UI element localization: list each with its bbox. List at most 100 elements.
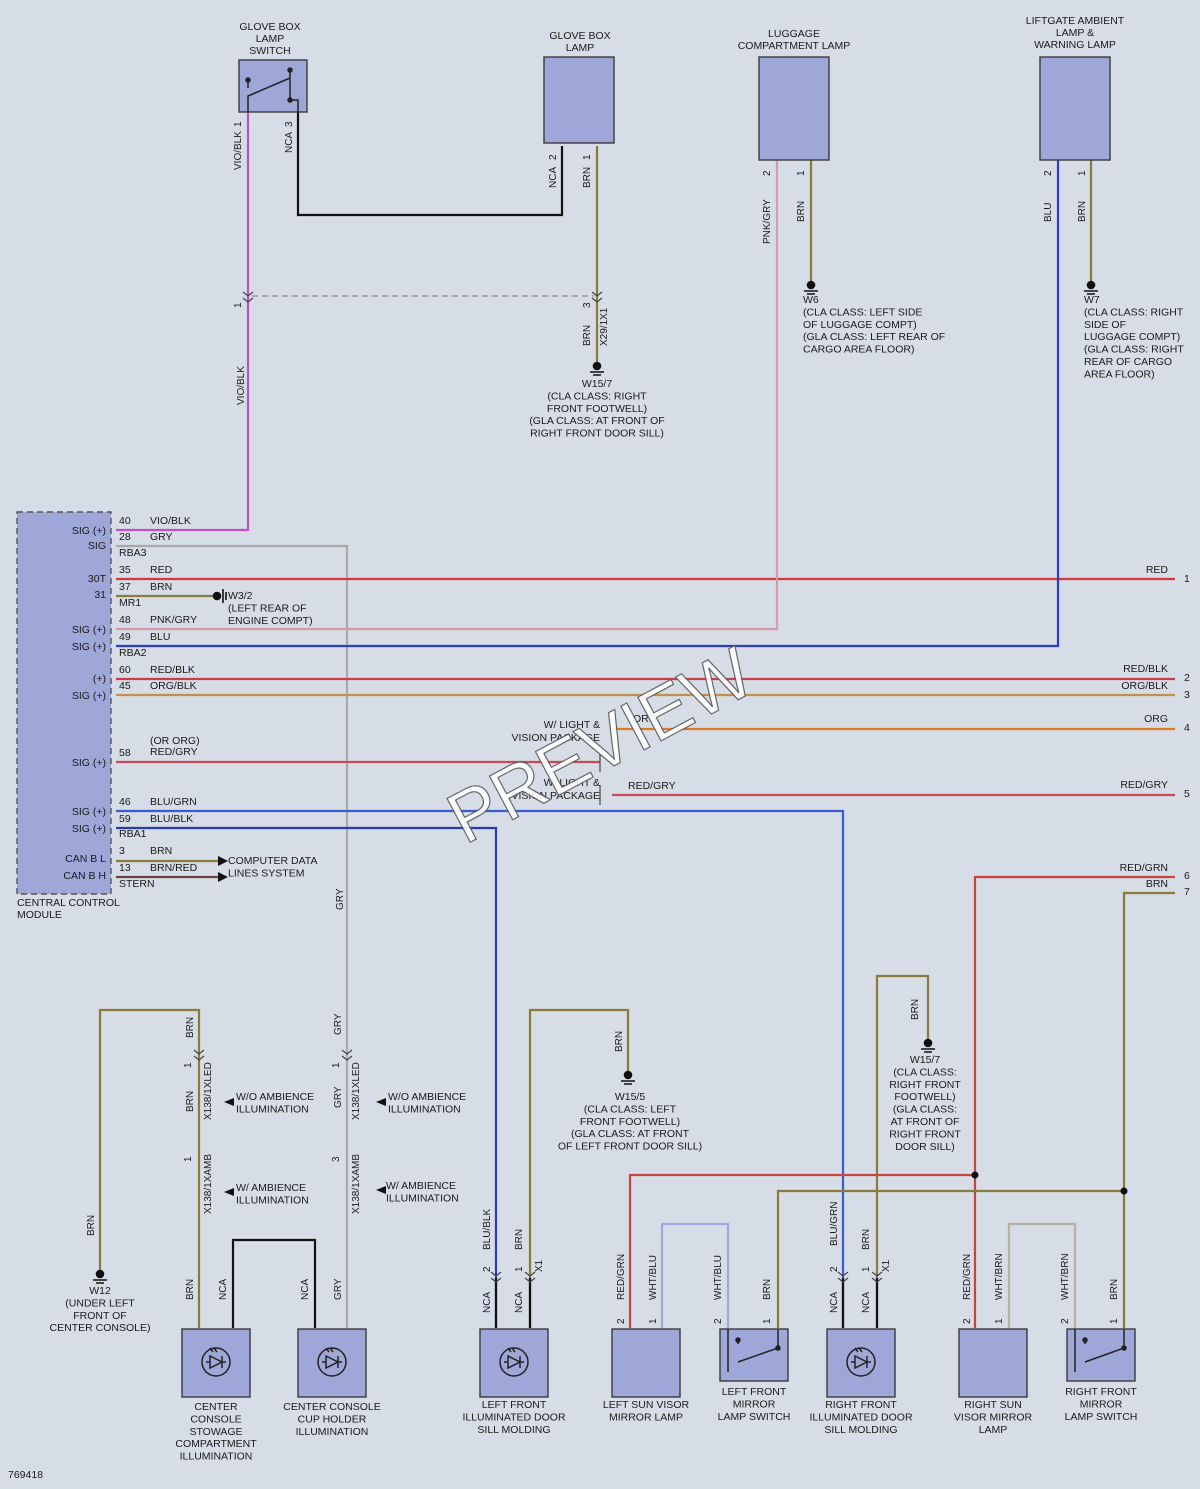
svg-text:BRN: BRN — [150, 581, 172, 593]
svg-text:37: 37 — [119, 581, 131, 593]
light-vision-option-label: W/ LIGHT &VISION PACKAGE — [512, 719, 601, 744]
svg-text:1: 1 — [1184, 573, 1190, 585]
svg-text:WHT/BLU: WHT/BLU — [648, 1255, 659, 1300]
svg-text:SIG (+): SIG (+) — [72, 690, 106, 702]
ground-icon — [804, 280, 818, 295]
wire-nca-lfsill — [494, 1278, 532, 1328]
svg-text:2: 2 — [616, 1318, 627, 1324]
led-icon — [846, 1347, 876, 1377]
svg-text:1: 1 — [994, 1318, 1005, 1324]
connector-icon — [591, 291, 603, 303]
svg-text:7: 7 — [1184, 886, 1190, 898]
liftgate-lamp-box — [1039, 56, 1111, 161]
svg-text:RED/BLK: RED/BLK — [1123, 663, 1168, 675]
lf-sill-molding-box — [479, 1328, 549, 1398]
svg-text:13: 13 — [119, 862, 131, 874]
splice-dot — [971, 1171, 979, 1179]
svg-text:2: 2 — [962, 1318, 973, 1324]
svg-text:WHT/BRN: WHT/BRN — [1060, 1253, 1071, 1300]
svg-text:ORG/BLK: ORG/BLK — [150, 680, 197, 692]
diagram-id: 769418 — [8, 1469, 43, 1481]
wire-blu-blk — [116, 826, 498, 1328]
svg-text:WHT/BRN: WHT/BRN — [994, 1253, 1005, 1300]
wire-label: GRY — [333, 1013, 344, 1035]
svg-text:SIG (+): SIG (+) — [72, 624, 106, 636]
wire-label: BRN — [1077, 201, 1088, 222]
svg-text:WHT/BLU: WHT/BLU — [713, 1255, 724, 1300]
svg-text:NCA: NCA — [829, 1292, 840, 1313]
switch-icon — [727, 1329, 781, 1372]
svg-text:BRN: BRN — [861, 1229, 872, 1250]
wire-nca-rfsill — [841, 1278, 879, 1328]
svg-text:BRN: BRN — [1146, 878, 1168, 890]
arrow-left-icon — [224, 1098, 234, 1106]
led-icon — [201, 1347, 231, 1377]
rf-sill-molding-box — [826, 1328, 896, 1398]
svg-text:31: 31 — [94, 589, 106, 601]
svg-text:35: 35 — [119, 564, 131, 576]
connector-label: X29/1X1 — [599, 307, 610, 346]
arrow-left-icon — [376, 1098, 386, 1106]
wire-brn-rfsill — [875, 974, 930, 1328]
rf-mirror-switch-box — [1066, 1328, 1136, 1382]
wire-label: BRN — [582, 325, 593, 346]
svg-text:BRN: BRN — [1109, 1279, 1120, 1300]
wire-label: VIO/BLK — [233, 131, 244, 170]
wire-label: BLU — [1043, 203, 1054, 222]
wire-label: VIO/BLK — [236, 366, 247, 405]
ground-icon — [590, 361, 604, 376]
svg-text:PNK/GRY: PNK/GRY — [150, 614, 197, 626]
splice-dot — [1120, 1187, 1128, 1195]
wire-pnk-gry — [116, 160, 779, 631]
svg-text:SIG (+): SIG (+) — [72, 641, 106, 653]
svg-text:BLU/GRN: BLU/GRN — [829, 1202, 840, 1246]
pin-label: 3 — [331, 1156, 342, 1162]
svg-text:CAN B H: CAN B H — [63, 870, 106, 882]
wire-brn-stowage — [98, 1008, 201, 1328]
arrow-right-icon — [218, 872, 228, 882]
wire-gry — [116, 544, 349, 1328]
svg-text:5: 5 — [1184, 788, 1190, 800]
wire-label: BRN — [614, 1031, 625, 1052]
preview-watermark: PREVIEW — [435, 633, 766, 860]
svg-text:SIG: SIG — [88, 540, 106, 552]
wire-label: GRY — [335, 888, 346, 910]
svg-text:BLU/BLK: BLU/BLK — [482, 1209, 493, 1250]
wire-brn-lfsill — [528, 1008, 630, 1328]
wire-blu — [116, 160, 1060, 648]
ground-icon — [93, 1269, 107, 1284]
wire-label: BRN — [796, 201, 807, 222]
wire-vio-blk — [116, 112, 250, 532]
ground-icon — [212, 589, 227, 603]
svg-text:ORG/BLK: ORG/BLK — [1121, 680, 1168, 692]
pin-label: 1 — [233, 121, 244, 127]
connector-label: X1 — [534, 1259, 545, 1272]
svg-text:BLU: BLU — [150, 631, 170, 643]
pin-label: 3 — [582, 302, 593, 308]
pin-label: 1 — [183, 1156, 194, 1162]
svg-text:NCA: NCA — [514, 1292, 525, 1313]
svg-text:3: 3 — [1184, 689, 1190, 701]
wire-label: NCA — [284, 132, 295, 153]
ground-icon — [921, 1038, 935, 1053]
luggage-lamp-box — [758, 56, 830, 161]
svg-text:STERN: STERN — [119, 878, 155, 890]
connector-icon — [341, 1049, 353, 1061]
connector-label: X138/1XAMB — [203, 1154, 214, 1214]
wire-nca-console — [231, 1238, 317, 1328]
